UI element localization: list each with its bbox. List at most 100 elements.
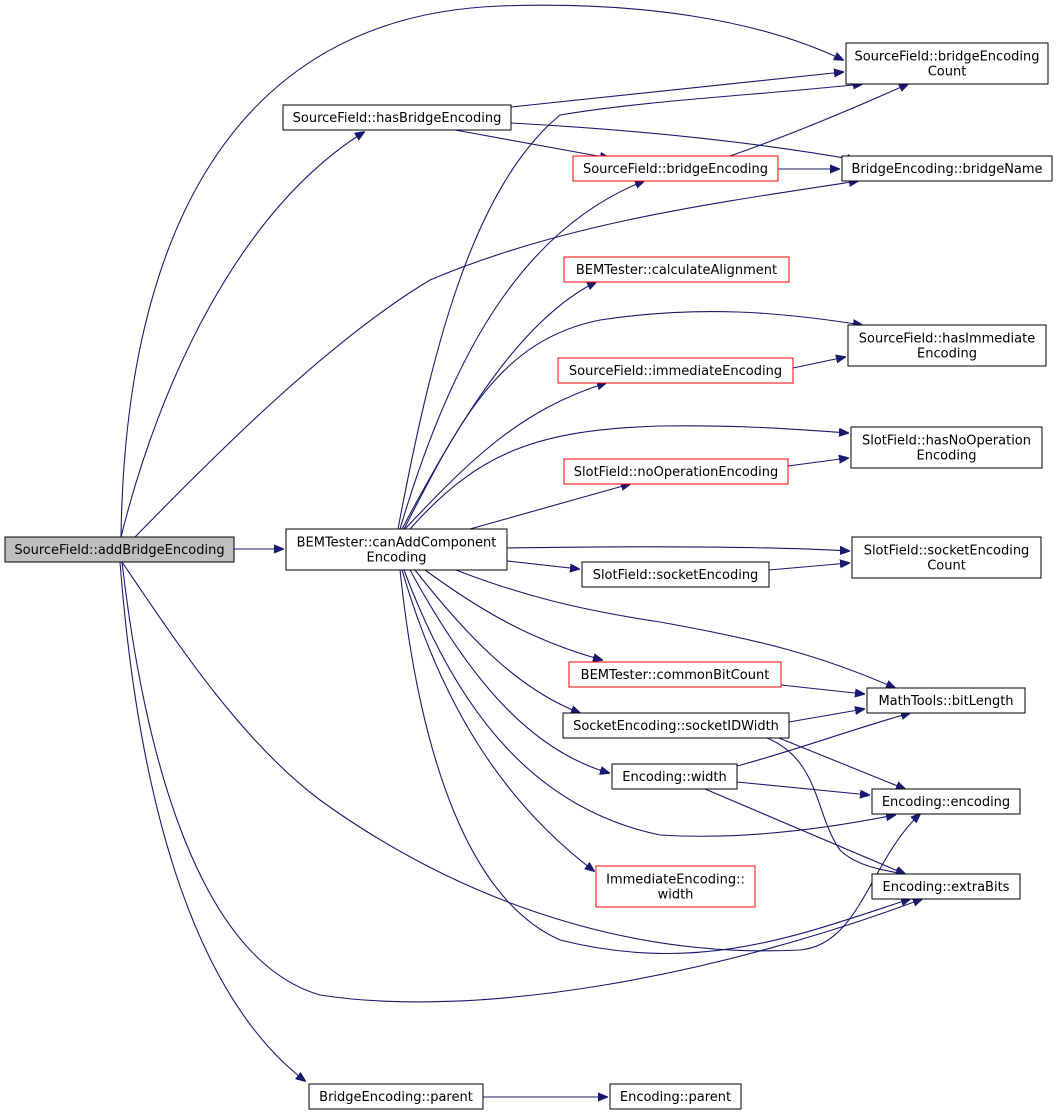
node-bridgeEncoding[interactable]: SourceField::bridgeEncoding <box>572 155 779 182</box>
edge-hasBridgeEncoding-to-bridgeName <box>510 122 856 160</box>
node-label: SlotField::noOperationEncoding <box>574 465 778 480</box>
node-box <box>851 536 1042 579</box>
node-label: Encoding::parent <box>620 1090 731 1105</box>
edge-canAddComponentEncoding-to-socketIDWidth <box>414 569 580 713</box>
node-calculateAlignment[interactable]: BEMTester::calculateAlignment <box>563 256 790 283</box>
edge-addBridgeEncoding-to-hasBridgeEncoding <box>120 132 364 538</box>
edge-encodingWidth-to-extraBits <box>704 788 905 874</box>
node-noOperationEncoding[interactable]: SlotField::noOperationEncoding <box>563 458 789 485</box>
node-encodingParent[interactable]: Encoding::parent <box>609 1083 742 1110</box>
edge-canAddComponentEncoding-to-encoding <box>403 569 895 837</box>
edge-canAddComponentEncoding-to-socketEncodingCount <box>506 547 849 551</box>
edge-canAddComponentEncoding-to-commonBitCount <box>424 569 602 660</box>
edge-addBridgeEncoding-to-bridgeName <box>134 181 858 538</box>
node-label: BEMTester::commonBitCount <box>581 668 770 683</box>
node-bridgeParent[interactable]: BridgeEncoding::parent <box>308 1083 484 1110</box>
edge-canAddComponentEncoding-to-bridgeEncodingCount <box>397 84 862 530</box>
edge-canAddComponentEncoding-to-hasNoOperationEncoding <box>409 425 848 530</box>
node-immediateEncoding[interactable]: SourceField::immediateEncoding <box>557 357 794 384</box>
node-box <box>562 712 790 739</box>
node-label: SourceField::bridgeEncoding <box>583 162 768 177</box>
edge-hasBridgeEncoding-to-bridgeEncodingCount <box>510 72 843 108</box>
node-box <box>563 256 790 283</box>
node-label: SourceField::immediateEncoding <box>569 364 782 379</box>
edge-canAddComponentEncoding-to-socketEncoding <box>506 560 579 569</box>
edge-canAddComponentEncoding-to-encodingWidth <box>409 569 609 773</box>
node-box <box>609 1083 742 1110</box>
edge-canAddComponentEncoding-to-immediateWidth <box>401 569 594 871</box>
node-box <box>845 42 1049 85</box>
edge-socketIDWidth-to-encoding <box>778 737 905 789</box>
node-box <box>563 458 789 485</box>
edge-canAddComponentEncoding-to-calculateAlignment <box>401 282 596 530</box>
node-label: SourceField::hasBridgeEncoding <box>293 111 502 126</box>
node-box <box>308 1083 484 1110</box>
node-label: SlotField::socketEncoding <box>593 568 759 583</box>
edge-canAddComponentEncoding-to-hasImmediateEncoding <box>403 310 862 530</box>
edge-canAddComponentEncoding-to-immediateEncoding <box>404 383 606 530</box>
node-extraBits[interactable]: Encoding::extraBits <box>871 873 1021 900</box>
edge-addBridgeEncoding-to-bridgeEncodingCount <box>120 4 843 538</box>
edge-canAddComponentEncoding-to-bitLength <box>455 569 895 688</box>
node-box <box>282 104 512 131</box>
node-encodingWidth[interactable]: Encoding::width <box>611 763 738 790</box>
node-box <box>850 426 1043 469</box>
nodes: SourceField::addBridgeEncoding SourceFiel… <box>4 42 1053 1110</box>
node-socketIDWidth[interactable]: SocketEncoding::socketIDWidth <box>562 712 790 739</box>
node-box <box>866 687 1026 714</box>
node-encoding[interactable]: Encoding::encoding <box>871 788 1021 815</box>
node-label: SourceField::hasImmediate <box>859 332 1035 347</box>
node-box <box>841 155 1053 182</box>
node-box <box>285 528 508 571</box>
node-label: Count <box>927 559 966 574</box>
node-box <box>568 661 782 688</box>
node-label: Encoding <box>917 347 977 362</box>
node-box <box>581 561 770 588</box>
edges <box>119 4 922 1097</box>
node-box <box>557 357 794 384</box>
node-box <box>4 536 235 563</box>
node-label: BEMTester::canAddComponent <box>297 536 497 551</box>
node-bridgeName[interactable]: BridgeEncoding::bridgeName <box>841 155 1053 182</box>
node-label: Count <box>928 65 967 80</box>
node-box <box>871 873 1021 900</box>
node-label: Encoding <box>917 449 977 464</box>
node-label: Encoding::encoding <box>882 795 1010 810</box>
edge-canAddComponentEncoding-to-noOperationEncoding <box>469 484 630 530</box>
node-label: width <box>658 888 694 903</box>
node-label: BEMTester::calculateAlignment <box>576 263 777 278</box>
node-addBridgeEncoding[interactable]: SourceField::addBridgeEncoding <box>4 536 235 563</box>
node-box <box>871 788 1021 815</box>
edge-canAddComponentEncoding-to-bridgeEncoding <box>399 181 644 530</box>
node-label: SourceField::addBridgeEncoding <box>14 543 224 558</box>
node-box <box>595 865 756 908</box>
node-immediateWidth[interactable]: ImmediateEncoding::width <box>595 865 756 908</box>
node-bitLength[interactable]: MathTools::bitLength <box>866 687 1026 714</box>
node-label: SocketEncoding::socketIDWidth <box>573 719 779 734</box>
edge-commonBitCount-to-bitLength <box>780 684 864 694</box>
node-box <box>611 763 738 790</box>
node-label: SlotField::socketEncoding <box>864 544 1030 559</box>
node-label: Encoding <box>367 551 427 566</box>
node-hasBridgeEncoding[interactable]: SourceField::hasBridgeEncoding <box>282 104 512 131</box>
node-label: SourceField::bridgeEncoding <box>854 50 1039 65</box>
node-label: SlotField::hasNoOperation <box>862 434 1031 449</box>
node-label: Encoding::width <box>622 770 727 785</box>
node-label: BridgeEncoding::bridgeName <box>851 162 1042 177</box>
node-commonBitCount[interactable]: BEMTester::commonBitCount <box>568 661 782 688</box>
edge-addBridgeEncoding-to-encoding <box>121 561 920 952</box>
edge-socketIDWidth-to-extraBits <box>766 737 905 874</box>
node-label: ImmediateEncoding:: <box>606 873 745 888</box>
node-socketEncoding[interactable]: SlotField::socketEncoding <box>581 561 770 588</box>
edge-socketIDWidth-to-bitLength <box>788 709 864 723</box>
edge-encodingWidth-to-bitLength <box>736 713 910 767</box>
edge-encodingWidth-to-encoding <box>736 781 869 795</box>
edge-addBridgeEncoding-to-extraBits <box>121 561 922 1003</box>
edge-socketEncoding-to-socketEncodingCount <box>768 563 849 571</box>
edge-addBridgeEncoding-to-bridgeParent <box>119 561 305 1081</box>
